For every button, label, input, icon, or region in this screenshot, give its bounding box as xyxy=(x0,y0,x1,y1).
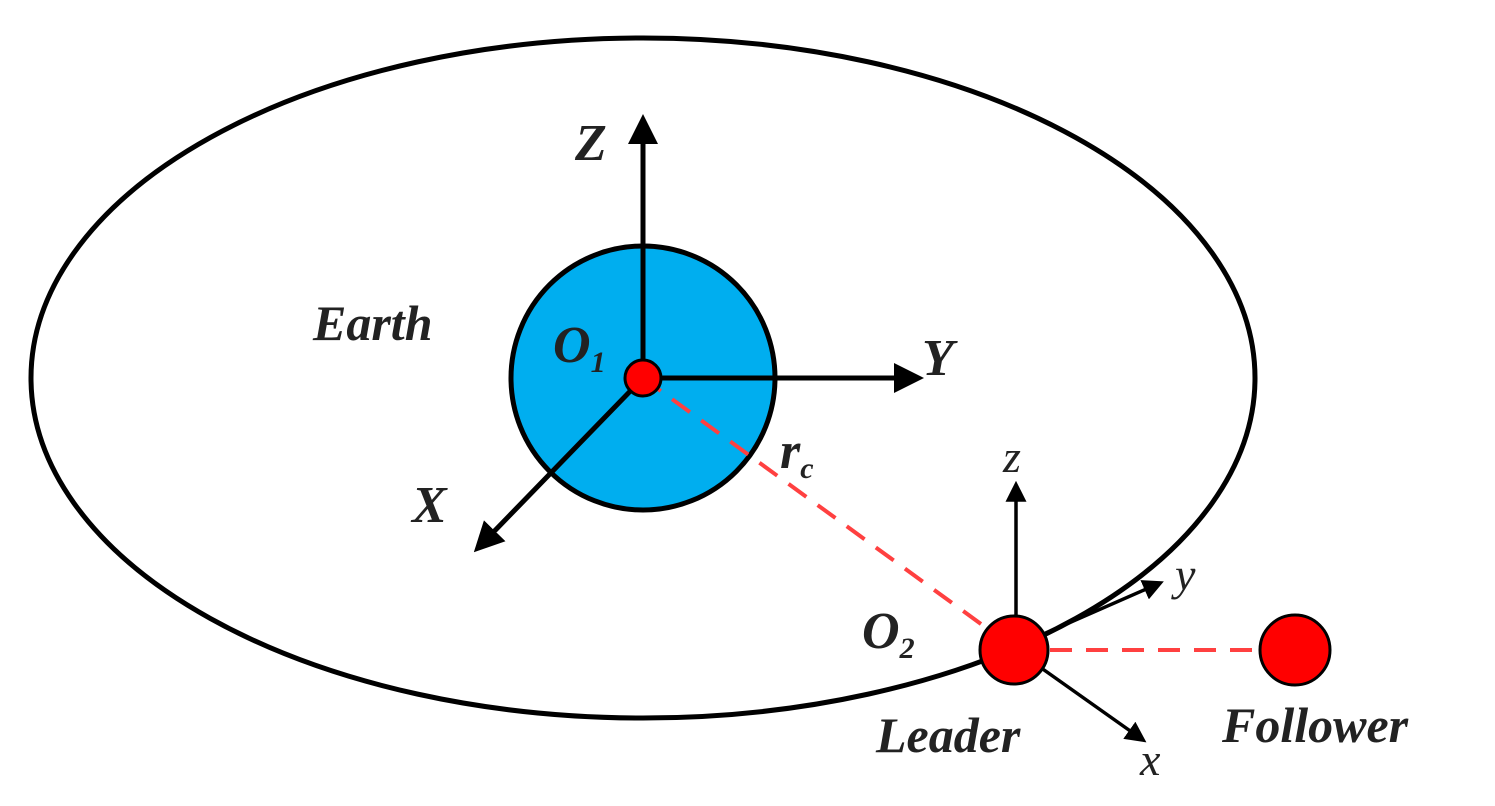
axis-Y-label: Y xyxy=(922,330,958,387)
earth-label: Earth xyxy=(312,295,433,351)
leader-satellite xyxy=(978,614,1050,686)
axis-x-label: x xyxy=(1139,734,1161,785)
axis-y-arrow xyxy=(1029,580,1164,642)
earth-center-point xyxy=(623,358,663,398)
radius-label: rc xyxy=(780,423,814,485)
axis-y-label: y xyxy=(1171,549,1196,600)
orbit-ellipse xyxy=(28,35,1258,721)
follower-satellite xyxy=(1258,613,1332,687)
radius-dashed-line xyxy=(641,376,1005,642)
inertial-origin-label: O1 xyxy=(553,317,606,379)
relative-origin-label: O2 xyxy=(862,603,915,665)
axis-X-arrow xyxy=(473,376,645,553)
axis-z-label: z xyxy=(1002,431,1021,482)
axis-x-arrow xyxy=(1028,658,1147,743)
axis-X-label: X xyxy=(410,477,448,534)
leader-label: Leader xyxy=(875,707,1021,763)
follower-label: Follower xyxy=(1221,697,1409,753)
axis-Z-label: Z xyxy=(574,115,607,172)
